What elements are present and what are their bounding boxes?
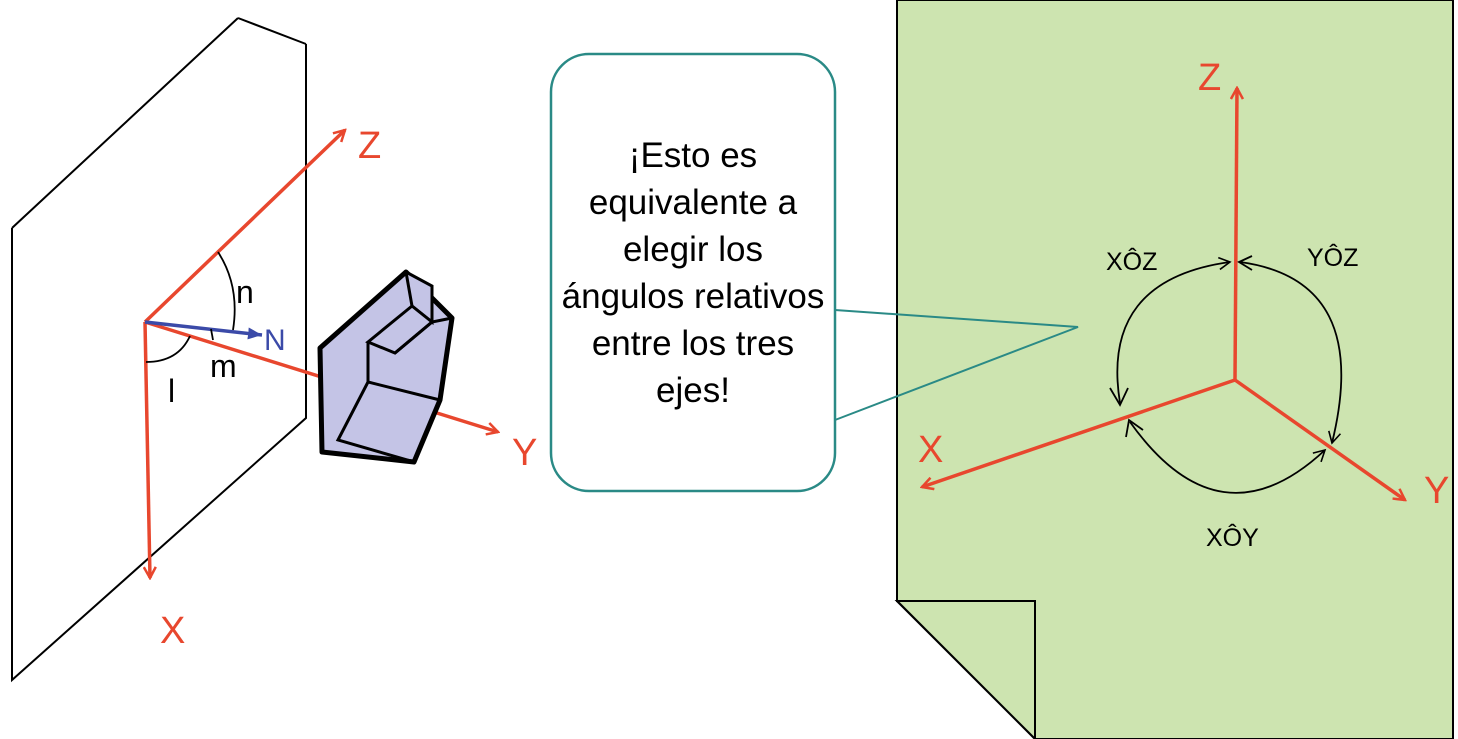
sheet-axis-x-label: X — [918, 429, 943, 471]
angle-arc-n — [217, 251, 236, 331]
solid-object — [317, 269, 455, 465]
axis-x-line — [145, 321, 150, 578]
sheet-axis-y-line — [1233, 378, 1405, 500]
axis-z-line — [143, 130, 345, 324]
arrowhead-xoz-start — [1109, 387, 1129, 407]
right-sheet-view: Z X Y XÔZ YÔZ XÔY — [834, 0, 1454, 739]
arc-yoz — [1239, 261, 1343, 445]
angle-m-label: m — [210, 348, 237, 384]
angle-n-label: n — [236, 274, 254, 310]
angle-xoz-label: XÔZ — [1106, 247, 1157, 276]
callout-bubble-frame — [549, 52, 837, 493]
normal-label: N — [264, 324, 286, 357]
arc-xoy — [1129, 421, 1327, 494]
angle-yoz-label: YÔZ — [1307, 243, 1358, 272]
angle-arc-l — [145, 335, 191, 363]
arrowhead-xoy-start — [1125, 418, 1144, 438]
arc-xoz — [1116, 256, 1232, 404]
sheet-axis-z-line — [1235, 88, 1237, 381]
projection-plane — [11, 17, 307, 683]
callout-bubble: ¡Esto es equivalente a elegir los ángulo… — [551, 54, 835, 491]
left-axis-z-label: Z — [358, 125, 381, 167]
sheet-axis-y-label: Y — [1424, 470, 1449, 512]
left-projection-view: Z Y X N n m l — [11, 17, 537, 683]
angle-l-label: l — [168, 373, 175, 409]
arrowhead-yoz-start — [1237, 255, 1253, 271]
sheet-axis-z-label: Z — [1198, 57, 1221, 99]
callout-text: ¡Esto es equivalente a elegir los ángulo… — [561, 135, 825, 410]
callout-pointer — [834, 309, 1079, 421]
left-axis-x-label: X — [160, 610, 185, 652]
sheet-axis-x-line — [922, 378, 1236, 487]
angle-xoy-label: XÔY — [1206, 523, 1259, 552]
normal-vector — [144, 320, 263, 340]
left-axis-y-label: Y — [512, 432, 537, 474]
angle-tick-m — [210, 328, 214, 341]
